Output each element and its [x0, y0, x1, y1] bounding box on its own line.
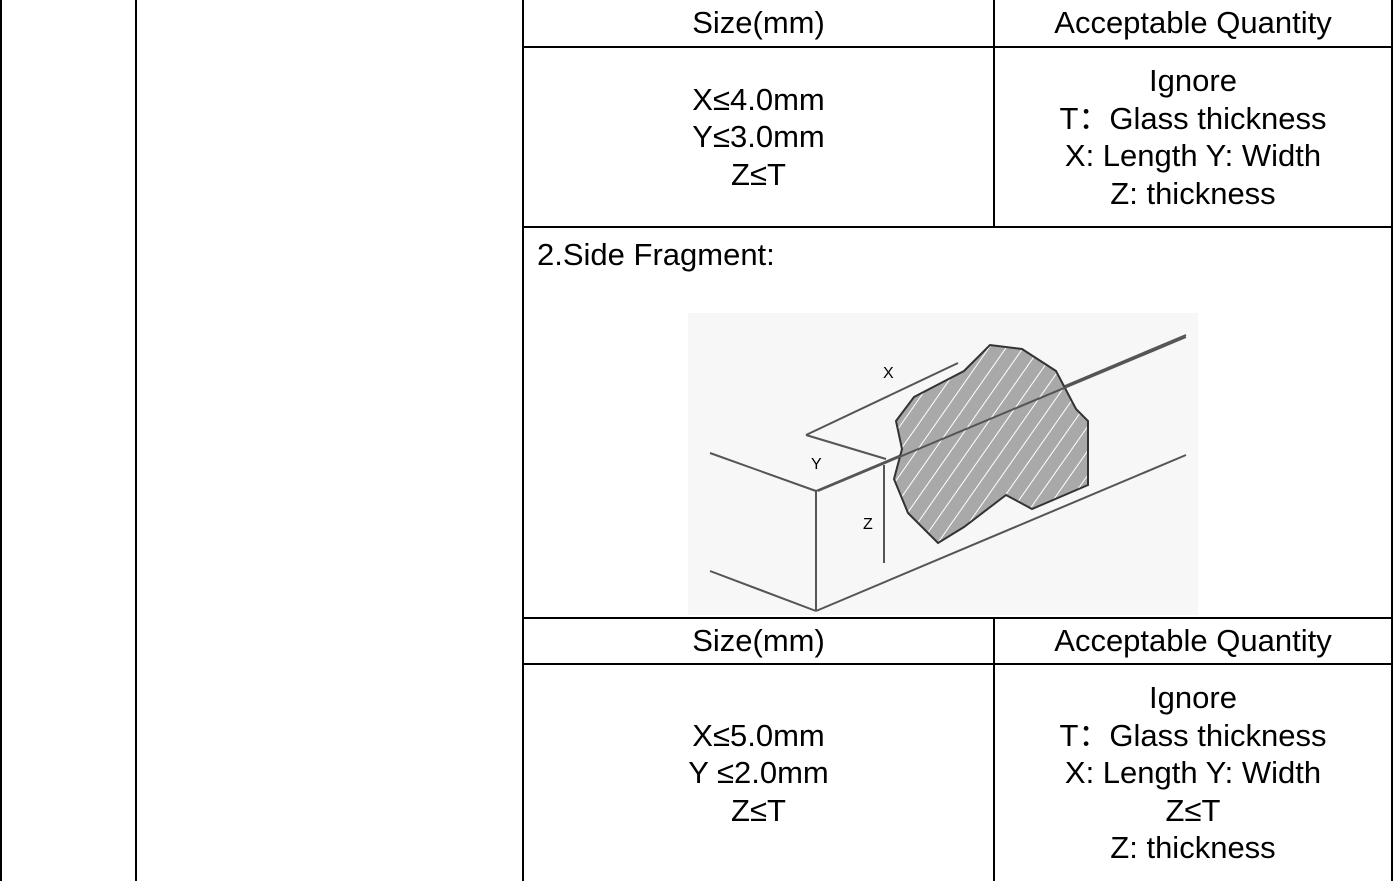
quantity-header: Acceptable Quantity [1054, 5, 1332, 41]
table-column-divider-3 [993, 0, 995, 227]
table-row-line-3 [522, 617, 1393, 619]
table-row-line-2 [522, 226, 1393, 228]
table-row-line-4 [522, 663, 1393, 665]
label-z: Z [863, 516, 873, 533]
table-border-right [1391, 0, 1393, 881]
label-y: Y [811, 456, 822, 473]
section-title: 2.Side Fragment: [537, 237, 775, 272]
size-header-2: Size(mm) [692, 623, 825, 659]
size-header: Size(mm) [692, 5, 825, 41]
table-column-divider-3b [993, 618, 995, 881]
quantity-header-2: Acceptable Quantity [1054, 623, 1332, 659]
size-values: X≤4.0mm Y≤3.0mm Z≤T [692, 81, 825, 192]
quantity-values-2: Ignore T：Glass thickness X: Length Y: Wi… [1059, 680, 1327, 866]
label-x: X [883, 365, 894, 382]
table-row-line-1 [522, 46, 1393, 48]
table-column-divider-1 [135, 0, 137, 881]
table-border-left [0, 0, 2, 881]
table-column-divider-2 [522, 0, 524, 881]
quantity-values: Ignore T：Glass thickness X: Length Y: Wi… [1059, 63, 1327, 211]
side-fragment-diagram: X Y Z [688, 313, 1198, 615]
size-values-2: X≤5.0mm Y ≤2.0mm Z≤T [688, 717, 829, 828]
fragment-shape [892, 343, 1089, 545]
